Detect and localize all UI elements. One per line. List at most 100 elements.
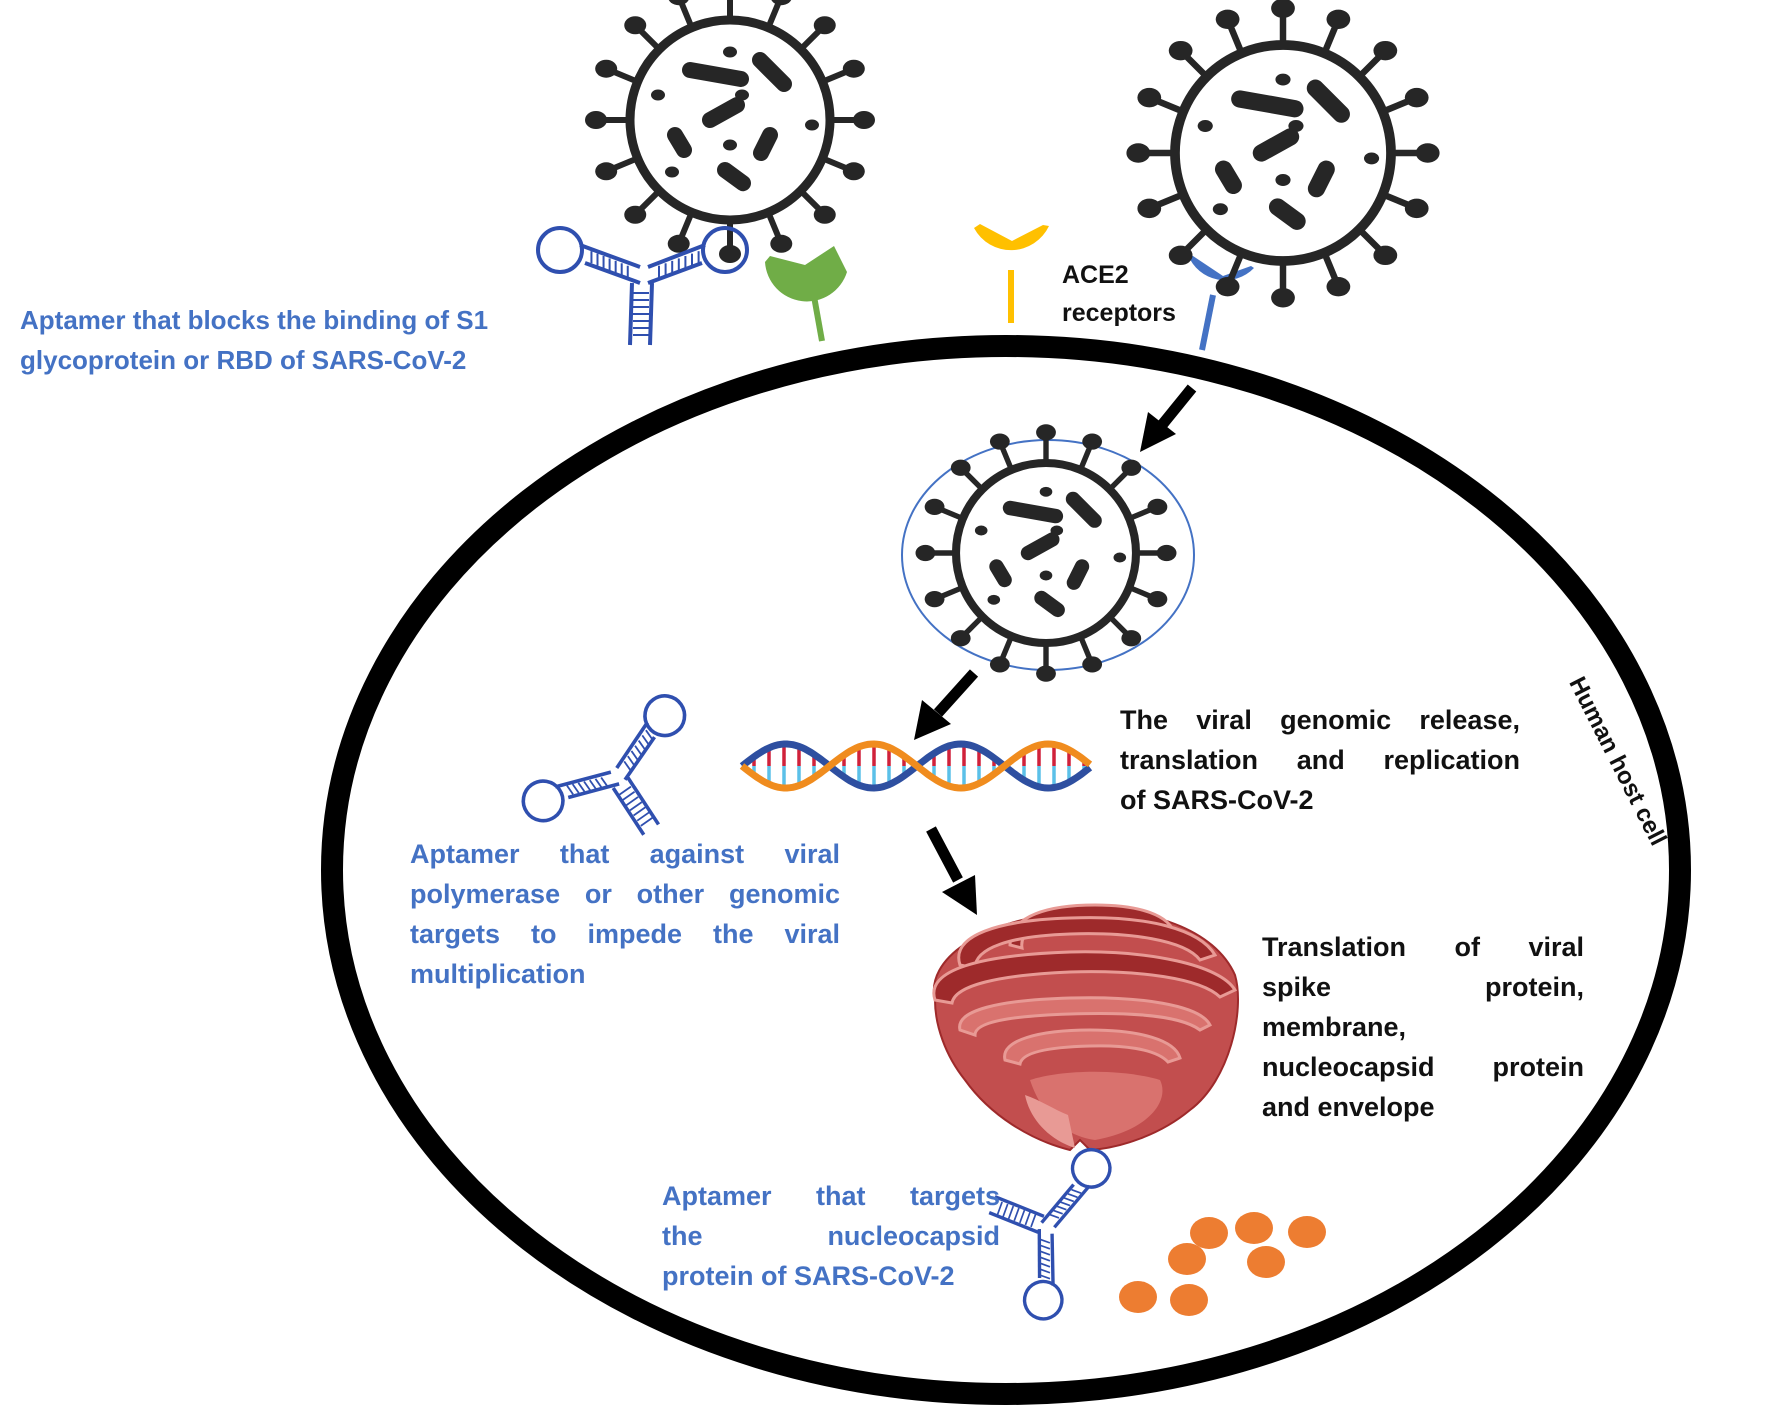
aptamer-base-pair — [1019, 1209, 1026, 1224]
aptamer-base-pair — [1071, 1188, 1082, 1194]
virus-spike-head — [924, 498, 945, 515]
virus-spike-head — [1082, 656, 1103, 673]
arrow-icon — [926, 826, 977, 915]
virus-dot — [1275, 73, 1291, 86]
label-line: Aptamer that targets — [662, 1181, 1000, 1211]
virus-spike-head — [1168, 245, 1193, 266]
aptamer-base-pair — [636, 811, 650, 822]
virus-dot — [735, 89, 749, 101]
label-line: translation and replication — [1120, 745, 1520, 775]
label-line: nucleocapsid protein — [1262, 1052, 1584, 1082]
virus-spike — [821, 155, 850, 172]
virus-spike-head — [1156, 544, 1177, 562]
virus-dot — [1212, 203, 1228, 216]
virus-rna-segment — [1252, 128, 1300, 162]
label-line: polymerase or other genomic — [410, 879, 840, 909]
virus-spike — [1107, 469, 1130, 492]
virus-spike-head — [989, 433, 1010, 450]
aptamer-loop — [536, 226, 584, 274]
aptamer-base-pair — [627, 755, 635, 766]
aptamer-strand — [647, 243, 706, 269]
aptamer-base-pair — [1040, 1274, 1051, 1280]
ace2-receptor-yellow — [974, 224, 1049, 323]
golgi-apparatus-icon — [932, 903, 1239, 1152]
label-line: ACE2 — [1062, 261, 1129, 289]
virus-spike — [678, 211, 695, 240]
arrow-icon — [914, 669, 979, 740]
virus-spike — [999, 445, 1015, 471]
virus-spike-head — [1082, 433, 1103, 450]
virus-spike — [1381, 191, 1412, 209]
virus-rna-segment — [1231, 90, 1304, 118]
virus-rna-segment — [1066, 559, 1090, 590]
aptamer-base-pair — [641, 734, 650, 745]
aptamer-base-pair — [618, 785, 632, 796]
virus-spike — [1357, 52, 1384, 79]
virus-dot — [723, 139, 737, 151]
virus-dot — [723, 46, 737, 58]
aptamer-strand — [579, 243, 641, 269]
aptamer-strand — [626, 776, 661, 826]
virus-spike — [610, 68, 639, 85]
aptamer-base-pair — [630, 750, 639, 761]
ace2-receptor-green — [765, 246, 847, 342]
virus-spike-head — [668, 0, 689, 6]
aptamer-icon — [536, 226, 749, 346]
aptamer-strand — [1037, 1229, 1042, 1279]
virus-spike-head — [1326, 276, 1351, 297]
virus-spike — [1321, 251, 1339, 282]
virus-spike-head — [667, 234, 690, 253]
virus-spike-head — [950, 459, 971, 476]
virus-spike — [1321, 24, 1339, 55]
virus-spike — [1182, 52, 1209, 79]
virus-dot — [1364, 152, 1380, 165]
aptamer-strand — [567, 782, 620, 800]
aptamer-icon — [988, 1147, 1112, 1321]
label-line: of SARS-CoV-2 — [1120, 785, 1314, 815]
s1-aptamer-label: Aptamer that blocks the binding of S1 gl… — [20, 300, 488, 380]
protein-dot-icon — [1190, 1217, 1228, 1249]
virus-spike-head — [1126, 143, 1151, 163]
virus-spike — [798, 27, 823, 52]
aptamer-loop — [643, 694, 687, 738]
virus-spike — [1154, 97, 1185, 115]
virus-spike-head — [924, 591, 945, 608]
virus-spike-head — [1121, 630, 1142, 647]
aptamer-base-pair — [1049, 1213, 1060, 1219]
aptamer-base-pair — [1067, 1192, 1078, 1199]
virus-spike-head — [1373, 40, 1398, 61]
label-line: targets to impede the viral — [410, 919, 840, 949]
aptamer-base-pair — [1056, 1205, 1067, 1211]
virus-spike-head — [1271, 0, 1295, 18]
aptamer-base-pair — [622, 791, 636, 801]
aptamer-strand — [988, 1211, 1039, 1234]
aptamer-strand — [994, 1195, 1045, 1218]
aptamer-strand — [584, 261, 641, 285]
virus-spike-head — [1168, 40, 1193, 61]
virus-spike — [765, 211, 782, 240]
virus-rna-segment — [1002, 500, 1064, 524]
virus-spike — [999, 635, 1015, 661]
dna-helix-icon — [739, 740, 1093, 792]
aptamer-strand — [1050, 1233, 1055, 1286]
virus-spike-head — [624, 16, 647, 35]
aptamer-base-pair — [1002, 1203, 1009, 1218]
aptamer-base-pair — [1007, 1205, 1015, 1220]
aptamer-strand — [611, 787, 646, 836]
virus-spike-head — [1326, 9, 1351, 30]
virus-rna-segment — [989, 559, 1012, 588]
virus-spike-head — [842, 162, 865, 181]
virus-spike-head — [1036, 424, 1056, 441]
label-line: receptors — [1062, 299, 1176, 327]
aptamer-structure — [536, 226, 749, 346]
virus-spike-head — [585, 111, 607, 129]
virus-spike — [962, 469, 985, 492]
virus-rna-segment — [1268, 198, 1306, 230]
label-line: Aptamer that blocks the binding of S1 — [20, 305, 489, 335]
label-line: Translation of viral — [1262, 932, 1584, 962]
virus-spike — [1381, 97, 1412, 115]
virus-spike — [938, 506, 964, 522]
virus-spike — [1077, 635, 1093, 661]
ace2-receptor-blue — [1188, 255, 1254, 351]
